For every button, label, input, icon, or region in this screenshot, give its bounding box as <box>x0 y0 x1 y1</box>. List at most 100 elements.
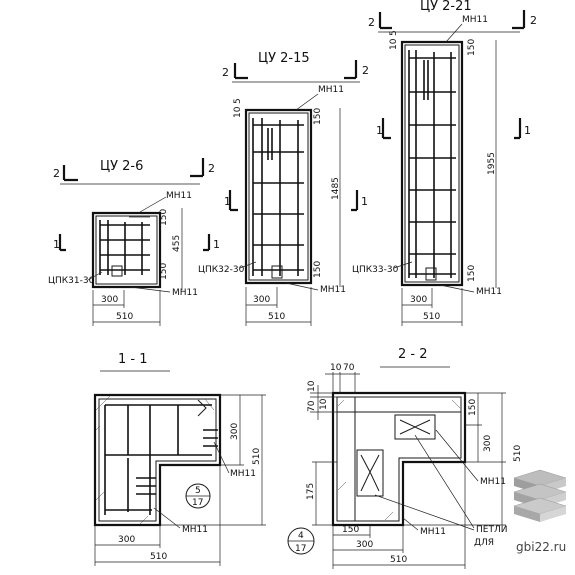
lift-loop <box>271 265 283 279</box>
dim-l10b: 10 <box>319 398 329 410</box>
lift-leaders <box>374 434 475 531</box>
dim-l10a: 10 <box>307 380 317 392</box>
section-2-2: 2 - 2 4 17 10 70 10 70 10 175 <box>287 347 523 569</box>
cut-mark-left <box>381 118 391 140</box>
element-cu2-21: ЦУ 2-21 2 2 1 1 1955 150 150 10 5 МН11 Ц… <box>352 0 537 326</box>
dim-height: 1955 <box>487 152 497 175</box>
leader-bottom <box>129 286 171 293</box>
frame-label: ЦПК31-30 <box>48 276 95 286</box>
dim-v150: 150 <box>468 399 478 416</box>
lift-label-2: ДЛЯ <box>474 538 494 548</box>
dim-extensions-v <box>160 394 266 526</box>
cut-label-left: 1 <box>376 124 383 137</box>
loop-label-bottom: МН11 <box>182 525 208 535</box>
dim-t10: 10 <box>330 363 342 373</box>
rebar-cage <box>252 118 299 276</box>
stack-logo-icon <box>513 469 567 522</box>
rebar-cage <box>408 50 452 278</box>
section-arrow-right <box>344 60 358 80</box>
dim-offset-b: 5 <box>389 30 399 36</box>
lift-loop-bars <box>136 477 156 495</box>
rebar-hook <box>267 128 273 160</box>
rebar-stirrups <box>409 57 456 275</box>
cut-mark-left <box>58 234 66 252</box>
section-mark-right: 2 <box>362 64 369 77</box>
rebar-inner <box>127 405 179 512</box>
element-mark: ЦУ 2-6 <box>100 159 143 174</box>
corner-mark <box>197 399 207 417</box>
section-arrow-left <box>62 165 78 182</box>
loop-label-bottom: МН11 <box>320 285 346 295</box>
section-mark-left: 2 <box>368 16 375 29</box>
node-ref-top: 5 <box>195 486 201 496</box>
section-mark-left: 2 <box>53 167 60 180</box>
lift-loop-bars-right <box>203 429 218 447</box>
loop-pocket-lower <box>356 449 384 497</box>
section-inner-outline <box>98 398 217 522</box>
leader-top <box>295 93 319 111</box>
top-chamfer-lines <box>337 397 461 521</box>
dim-width: 510 <box>268 312 285 322</box>
dim-height: 1485 <box>331 177 341 200</box>
leader-bottom <box>402 517 419 531</box>
dim-v300: 300 <box>230 423 240 440</box>
cut-label-right: 1 <box>213 238 220 251</box>
dim-h300: 300 <box>356 540 373 550</box>
cut-label-right: 1 <box>361 195 368 208</box>
inner-outline <box>248 112 309 281</box>
cut-mark-right <box>351 190 359 212</box>
dim-t70: 70 <box>343 363 355 373</box>
cut-mark-right <box>203 234 211 252</box>
section-title: 1 - 1 <box>118 352 148 367</box>
dim-v300: 300 <box>483 435 493 452</box>
dim-h150: 150 <box>342 525 359 535</box>
dim-top: 150 <box>313 108 323 125</box>
cut-label-right: 1 <box>524 124 531 137</box>
leader-bottom <box>439 284 475 293</box>
node-ref-top: 4 <box>298 531 304 541</box>
cut-mark-left <box>228 190 238 212</box>
frame-label: ЦПК32-30 <box>198 265 245 275</box>
watermark-text: gbi22.ru <box>516 540 566 554</box>
dim-inner-width: 300 <box>410 295 427 305</box>
dim-top: 150 <box>159 209 169 226</box>
dim-v175: 175 <box>306 483 316 500</box>
leader-right <box>213 441 230 474</box>
dim-top: 150 <box>467 39 477 56</box>
rebar-stirrups <box>100 224 150 271</box>
dim-h300: 300 <box>118 535 135 545</box>
dim-inner-width: 300 <box>253 295 270 305</box>
leader-frame <box>87 271 103 281</box>
leader-right <box>435 429 479 482</box>
cut-label-left: 1 <box>224 195 231 208</box>
element-mark: ЦУ 2-15 <box>258 51 310 66</box>
leader-bottom <box>285 282 319 291</box>
section-arrow-right <box>190 158 205 178</box>
element-outline <box>400 40 464 287</box>
dim-width: 510 <box>423 312 440 322</box>
inner-outline <box>404 44 460 283</box>
loop-label-right: МН11 <box>230 469 256 479</box>
dim-h510: 510 <box>150 552 167 562</box>
loop-label-bottom: МН11 <box>476 287 502 297</box>
watermark: gbi22.ru <box>513 469 567 554</box>
inner-outline <box>95 215 158 285</box>
dim-bottom: 150 <box>159 263 169 280</box>
section-arrow-left <box>233 63 248 80</box>
element-outline <box>244 108 313 285</box>
leader-frame <box>239 261 257 269</box>
loop-label-top: МН11 <box>166 191 192 201</box>
leader-top <box>139 196 167 213</box>
loop-pocket-upper-cross <box>399 419 431 435</box>
section-mark-right: 2 <box>530 14 537 27</box>
dim-h510: 510 <box>390 555 407 565</box>
frame-label: ЦПК33-30 <box>352 265 399 275</box>
rebar-cage <box>99 220 143 275</box>
section-arrow-right <box>512 10 526 30</box>
leader-top <box>445 23 463 43</box>
element-cu2-6: ЦУ 2-6 2 2 1 1 455 150 150 МН11 ЦПК31-30… <box>48 158 220 326</box>
loop-label-top: МН11 <box>462 15 488 25</box>
dim-height: 455 <box>172 235 182 252</box>
dim-extensions <box>401 288 463 326</box>
